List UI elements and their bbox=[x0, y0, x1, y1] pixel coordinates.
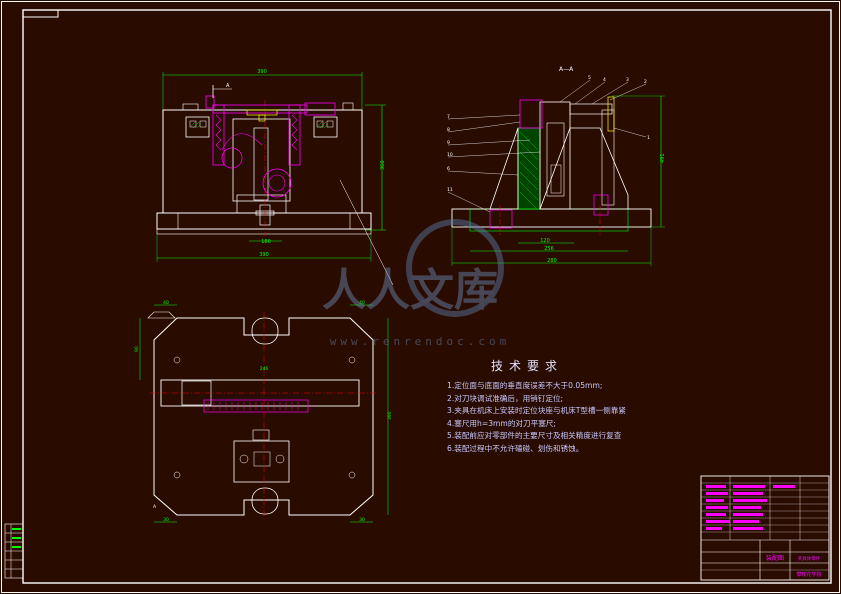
plan-dim-bottom-right: 30 bbox=[359, 517, 365, 523]
inner-border bbox=[22, 9, 832, 584]
callout-4: 4 bbox=[603, 77, 606, 83]
plan-section-mark: A bbox=[153, 504, 157, 510]
section-label: A—A bbox=[559, 66, 574, 73]
tech-req-item-2: 2.对刀块调试准确后，用销钉定位; bbox=[447, 393, 564, 403]
front-dim-top: 390 bbox=[257, 69, 267, 75]
callout-1: 1 bbox=[647, 135, 650, 141]
watermark: 人人文库 www.renrendoc.com bbox=[322, 219, 511, 348]
side-dim-right: 491 bbox=[660, 153, 666, 163]
callout-10: 10 bbox=[447, 152, 453, 158]
tech-req-item-4: 4.塞尺用h=3mm的对刀平塞尺; bbox=[447, 418, 556, 428]
side-section-view: A—A 491 120 256 280 bbox=[447, 66, 666, 266]
tech-req-item-1: 1.定位面与底面的垂直度误差不大于0.05mm; bbox=[447, 381, 603, 390]
front-dim-bottom: 390 bbox=[259, 252, 269, 258]
plan-view: 40 40 90 390 30 30 246 A bbox=[134, 300, 393, 523]
plan-dim-center: 246 bbox=[260, 366, 269, 372]
callout-11: 11 bbox=[447, 187, 453, 193]
front-section-mark: A bbox=[226, 83, 230, 89]
side-dim-outer: 280 bbox=[547, 258, 557, 264]
plan-dim-right: 390 bbox=[387, 411, 393, 420]
callout-5: 5 bbox=[588, 75, 591, 81]
side-dim-inner: 120 bbox=[540, 238, 550, 244]
tech-req-item-6: 6.装配过程中不允许磕碰、划伤和锈蚀。 bbox=[447, 443, 584, 453]
school-text: 攀枝花学院 bbox=[796, 571, 821, 578]
plan-dim-top-right: 40 bbox=[359, 300, 365, 306]
callout-6: 6 bbox=[447, 166, 450, 172]
callout-8: 8 bbox=[447, 127, 450, 133]
corner-code-box bbox=[23, 10, 59, 18]
plan-dim-bottom-left: 30 bbox=[163, 517, 169, 523]
plan-dim-top-left: 40 bbox=[163, 300, 169, 306]
tech-req-item-3: 3.夹具在机床上安装时定位块座与机床T型槽一侧靠紧 bbox=[447, 406, 626, 416]
tech-req-item-5: 5.装配前应对零部件的主要尺寸及相关精度进行复查 bbox=[447, 431, 622, 441]
front-dim-small: 180 bbox=[261, 239, 271, 245]
drawing-name: 装配图 bbox=[766, 554, 784, 562]
title-block: 装配图 夹具体零件 攀枝花学院 bbox=[700, 475, 830, 581]
tech-req-title: 技术要求 bbox=[490, 359, 563, 373]
watermark-brand: 人人文库 bbox=[322, 265, 498, 316]
callout-9: 9 bbox=[447, 140, 450, 146]
front-dim-right: 360 bbox=[380, 160, 386, 170]
callout-3: 3 bbox=[626, 77, 629, 83]
callout-7: 7 bbox=[447, 114, 450, 120]
front-view: 390 360 bbox=[156, 69, 394, 286]
plan-dim-left: 90 bbox=[134, 346, 140, 352]
technical-requirements: 技术要求 1.定位面与底面的垂直度误差不大于0.05mm; 2.对刀块调试准确后… bbox=[447, 357, 697, 456]
left-revision-strip bbox=[4, 523, 24, 579]
watermark-url: www.renrendoc.com bbox=[330, 335, 511, 348]
callout-2: 2 bbox=[644, 79, 647, 85]
material-text: 夹具体零件 bbox=[798, 555, 821, 562]
side-dim-mid: 256 bbox=[544, 246, 554, 252]
